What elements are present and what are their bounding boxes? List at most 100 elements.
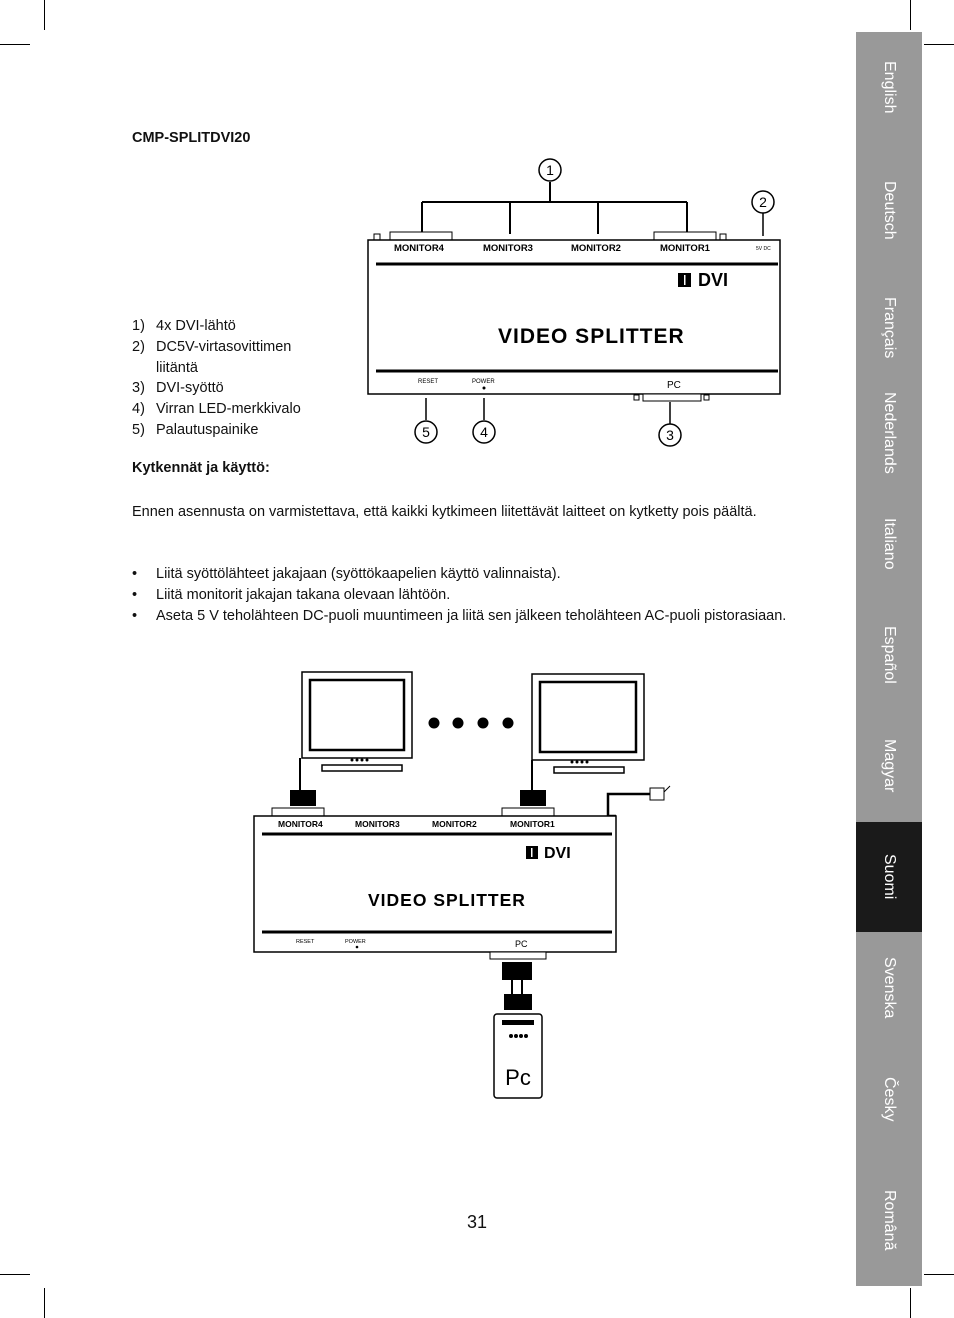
section-title: Kytkennät ja käyttö: [132,460,270,476]
list-item: 3) DVI-syöttö [132,378,332,399]
monitor-icon [290,671,413,806]
list-item: • Liitä monitorit jakajan takana olevaan … [132,585,793,606]
tab-language-english[interactable]: English [856,32,922,142]
ellipsis-dot [428,717,440,729]
model-heading: CMP-SPLITDVI20 [132,130,251,146]
pc-icon: Pc [493,1013,543,1099]
crop-mark [910,1288,911,1318]
instruction-list: • Liitä syöttölähteet jakajaan (syöttökaa… [132,564,793,626]
crop-mark [924,44,954,45]
power-led-icon [355,945,359,949]
tab-language-label: Česky [881,1076,898,1122]
pc-label: PC [515,939,528,949]
crop-mark [44,0,45,30]
list-text: DC5V-virtasovittimen liitäntä [156,338,292,376]
power-led-icon [482,386,486,390]
intro-paragraph: Ennen asennusta on varmistettava, että k… [132,504,757,520]
tab-language-label: Nederlands [881,392,898,474]
crop-mark [0,1274,30,1275]
tab-language-cesky[interactable]: Česky [856,1044,922,1154]
tab-language-label: English [881,60,898,114]
tab-language-label: Magyar [881,739,898,793]
pc-label: PC [667,380,681,391]
ellipsis-dot [502,717,514,729]
callout-number: 2 [759,194,767,210]
dc-label: 5V DC [756,246,771,252]
callout-4 [472,420,496,444]
tab-language-nederlands[interactable]: Nederlands [856,378,922,488]
port-label: MONITOR1 [510,819,555,829]
tab-language-italiano[interactable]: Italiano [856,488,922,600]
tab-language-label: Français [881,297,898,359]
port-label: MONITOR3 [355,819,400,829]
callout-1 [538,158,562,182]
dvi-logo-text: DVI [698,270,728,290]
page-number: 31 [466,1212,488,1232]
callout-number: 1 [546,162,554,178]
power-label: POWER [345,939,366,945]
port-label: MONITOR4 [278,819,323,829]
tab-language-label: Svenska [881,957,898,1019]
tab-language-svenska[interactable]: Svenska [856,932,922,1044]
list-text: Virran LED-merkkivalo [156,401,301,418]
tab-language-magyar[interactable]: Magyar [856,710,922,822]
bullet-icon: • [132,607,138,624]
list-text: Liitä syöttölähteet jakajaan (syöttökaap… [156,566,561,582]
list-text: Palautuspainike [156,421,259,438]
port-label: MONITOR2 [432,819,477,829]
power-label: POWER [472,379,495,385]
list-item: • Liitä syöttölähteet jakajaan (syöttökaa… [132,564,793,585]
callout-number: 5 [422,424,430,440]
crop-mark [924,1274,954,1275]
callout-5 [414,420,438,444]
port-label: MONITOR2 [571,243,621,254]
list-number: 3) [132,380,145,397]
language-sidebar: English Deutsch Français Nederlands Ital… [856,32,922,1286]
list-item: 2) DC5V-virtasovittimen liitäntä [132,337,332,379]
tab-language-espanol[interactable]: Español [856,600,922,710]
list-text: DVI-syöttö [156,380,224,397]
list-text: Aseta 5 V teholähteen DC-puoli muuntimee… [156,607,787,624]
connection-diagram: MONITOR4 MONITOR3 MONITOR2 MONITOR1 DVI … [253,671,671,1099]
list-text: 4x DVI-lähtö [156,318,236,334]
tab-language-romana[interactable]: Română [856,1154,922,1286]
crop-mark [910,0,911,30]
callout-number: 3 [666,427,674,443]
port-label: MONITOR4 [394,243,445,254]
reset-label: RESET [296,939,315,945]
ellipsis-dot [477,717,489,729]
list-number: 1) [132,318,145,334]
port-label: MONITOR3 [483,243,533,254]
list-item: 1) 4x DVI-lähtö [132,316,332,337]
bullet-icon: • [132,586,138,603]
port-label: MONITOR1 [660,243,711,254]
component-legend: 1) 4x DVI-lähtö 2) DC5V-virtasovittimen li… [132,316,332,441]
list-item: 5) Palautuspainike [132,420,332,441]
crop-mark [44,1288,45,1318]
tab-language-label: Suomi [881,854,898,900]
tab-language-francais[interactable]: Français [856,278,922,378]
list-item: 4) Virran LED-merkkivalo [132,399,332,420]
bullet-icon: • [132,566,138,582]
power-plug-icon [649,787,665,801]
monitor-icon [520,673,645,806]
list-number: 2) [132,338,145,355]
list-item: • Aseta 5 V teholähteen DC-puoli muuntime… [132,606,793,627]
tab-language-label: Italiano [881,518,898,570]
device-diagram: 1 2 MONITOR4 MONITOR3 MONITOR2 MONITOR1 … [367,158,781,447]
pc-box-label: Pc [505,1065,531,1090]
callout-number: 4 [480,424,488,440]
device-title: VIDEO SPLITTER [498,325,685,348]
device-title: VIDEO SPLITTER [368,890,526,910]
list-text: Liitä monitorit jakajan takana olevaan l… [156,586,451,603]
tab-language-label: Deutsch [881,180,898,240]
ellipsis-dot [452,717,464,729]
list-number: 5) [132,421,145,438]
reset-label: RESET [418,379,438,385]
tab-language-label: Español [881,626,898,684]
crop-mark [0,44,30,45]
tab-language-suomi[interactable]: Suomi [856,822,922,932]
list-number: 4) [132,401,145,418]
callout-3 [658,423,682,447]
tab-language-deutsch[interactable]: Deutsch [856,142,922,278]
